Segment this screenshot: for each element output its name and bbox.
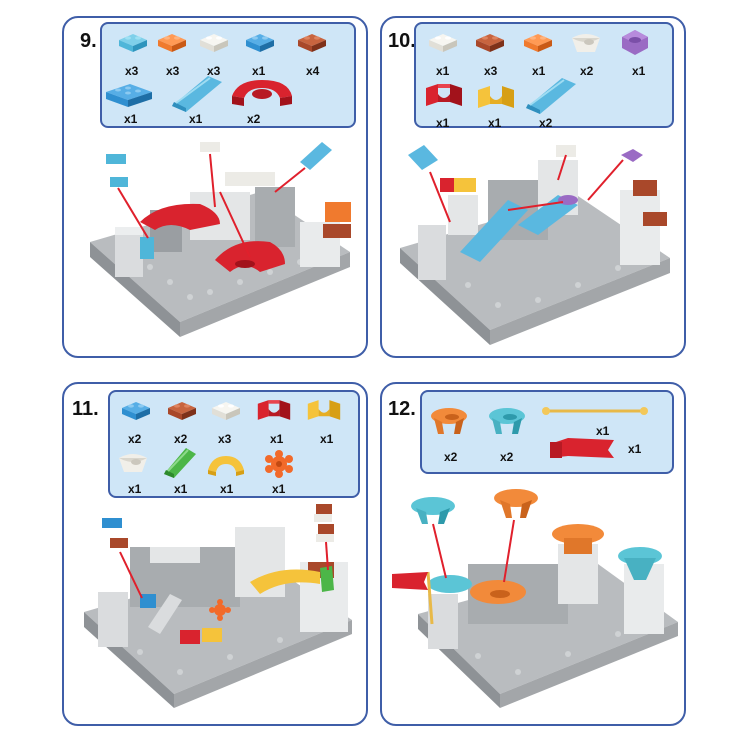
slide-green-icon bbox=[160, 444, 200, 480]
part-quantity: x3 bbox=[218, 432, 231, 446]
assembly-scene bbox=[388, 140, 680, 352]
channel-yellow-icon bbox=[306, 396, 342, 424]
part-quantity: x1 bbox=[436, 116, 449, 130]
curve-yellow-icon bbox=[206, 452, 246, 478]
curve-red-icon bbox=[228, 76, 296, 112]
part-quantity: x2 bbox=[247, 112, 260, 126]
brick-2x2-blue-icon bbox=[120, 398, 152, 422]
funnel-teal-icon bbox=[486, 404, 528, 442]
part-quantity: x1 bbox=[128, 482, 141, 496]
part-quantity: x1 bbox=[320, 432, 333, 446]
part-quantity: x1 bbox=[270, 432, 283, 446]
channel-yellow-icon bbox=[476, 82, 516, 112]
step-number: 11. bbox=[72, 398, 99, 421]
brick-2x2-white-icon bbox=[210, 398, 242, 422]
brick-2x2-brown-icon bbox=[296, 30, 328, 54]
step-number: 12. bbox=[388, 398, 416, 421]
part-quantity: x1 bbox=[272, 482, 285, 496]
channel-red-icon bbox=[256, 396, 292, 424]
assembly-scene bbox=[70, 132, 362, 352]
step-number: 10. bbox=[388, 30, 416, 53]
brick-2x2-white-icon bbox=[427, 30, 459, 54]
brick-2x4-blue-icon bbox=[104, 80, 154, 110]
part-quantity: x1 bbox=[436, 64, 449, 78]
slide-blue-icon bbox=[524, 74, 578, 114]
part-quantity: x1 bbox=[220, 482, 233, 496]
flag-pole-icon bbox=[540, 404, 650, 418]
part-quantity: x1 bbox=[488, 116, 501, 130]
brick-2x2-orange-icon bbox=[522, 30, 554, 54]
part-quantity: x3 bbox=[125, 64, 138, 78]
flag-red-icon bbox=[548, 436, 618, 462]
funnel-orange-icon bbox=[428, 404, 470, 442]
assembly-scene bbox=[388, 484, 680, 720]
gear-orange-icon bbox=[264, 450, 294, 478]
funnel-white-icon bbox=[116, 448, 150, 478]
part-quantity: x2 bbox=[500, 450, 513, 464]
slide-blue-icon bbox=[170, 72, 224, 112]
channel-red-icon bbox=[424, 80, 464, 110]
brick-2x2-orange-icon bbox=[156, 30, 188, 54]
part-quantity: x2 bbox=[128, 432, 141, 446]
part-quantity: x1 bbox=[632, 64, 645, 78]
part-quantity: x2 bbox=[580, 64, 593, 78]
cap-purple-icon bbox=[620, 28, 650, 58]
part-quantity: x4 bbox=[306, 64, 319, 78]
part-quantity: x1 bbox=[189, 112, 202, 126]
part-quantity: x1 bbox=[628, 442, 641, 456]
part-quantity: x1 bbox=[174, 482, 187, 496]
part-quantity: x1 bbox=[124, 112, 137, 126]
part-quantity: x3 bbox=[484, 64, 497, 78]
part-quantity: x2 bbox=[444, 450, 457, 464]
assembly-scene bbox=[70, 502, 362, 720]
step-number: 9. bbox=[80, 30, 97, 53]
brick-2x2-blue-icon bbox=[244, 30, 276, 54]
funnel-white-icon bbox=[569, 28, 603, 58]
part-quantity: x2 bbox=[539, 116, 552, 130]
brick-2x2-brown-icon bbox=[474, 30, 506, 54]
brick-2x2-lightblue-icon bbox=[117, 30, 149, 54]
brick-2x2-white-icon bbox=[198, 30, 230, 54]
brick-2x2-brown-icon bbox=[166, 398, 198, 422]
